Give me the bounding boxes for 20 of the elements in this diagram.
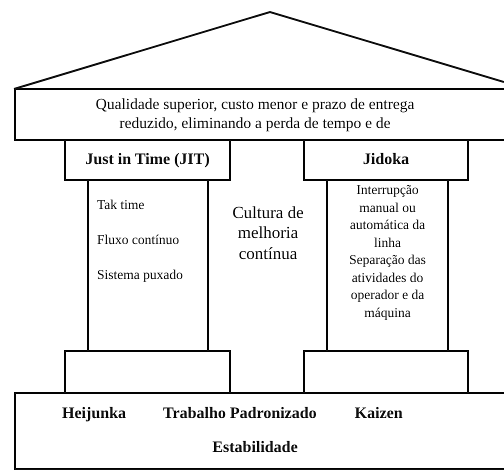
culture-label: Cultura de melhoria contínua bbox=[231, 203, 305, 264]
foundation-base bbox=[14, 433, 504, 470]
pillar-item: Fluxo contínuo bbox=[97, 232, 180, 248]
roof-beam bbox=[14, 88, 504, 141]
pillar-item: Separação das atividades do operador e da máquina bbox=[348, 251, 427, 322]
foundation-band bbox=[14, 392, 504, 435]
pillar-item: Interrupção manual ou automática da linha bbox=[348, 181, 426, 252]
practice-label: Kaizen bbox=[354, 404, 403, 422]
pillar-item: Tak time bbox=[97, 197, 146, 213]
goal-text: Qualidade superior, custo menor e prazo de entrega reduzido, eliminando a perda de tempo e de bbox=[94, 96, 416, 134]
foundation-label: Estabilidade bbox=[212, 439, 298, 457]
pillar-base bbox=[303, 350, 469, 394]
pillar-capital bbox=[64, 139, 231, 181]
pillar-title: Just in Time (JIT) bbox=[85, 151, 210, 169]
practice-label: Trabalho Padronizado bbox=[163, 404, 317, 422]
pillar-item: Sistema puxado bbox=[97, 267, 184, 283]
pillar-title: Jidoka bbox=[362, 151, 410, 169]
pillar-capital bbox=[303, 139, 469, 181]
practice-label: Heijunka bbox=[62, 404, 126, 422]
pillar-base bbox=[64, 350, 231, 394]
